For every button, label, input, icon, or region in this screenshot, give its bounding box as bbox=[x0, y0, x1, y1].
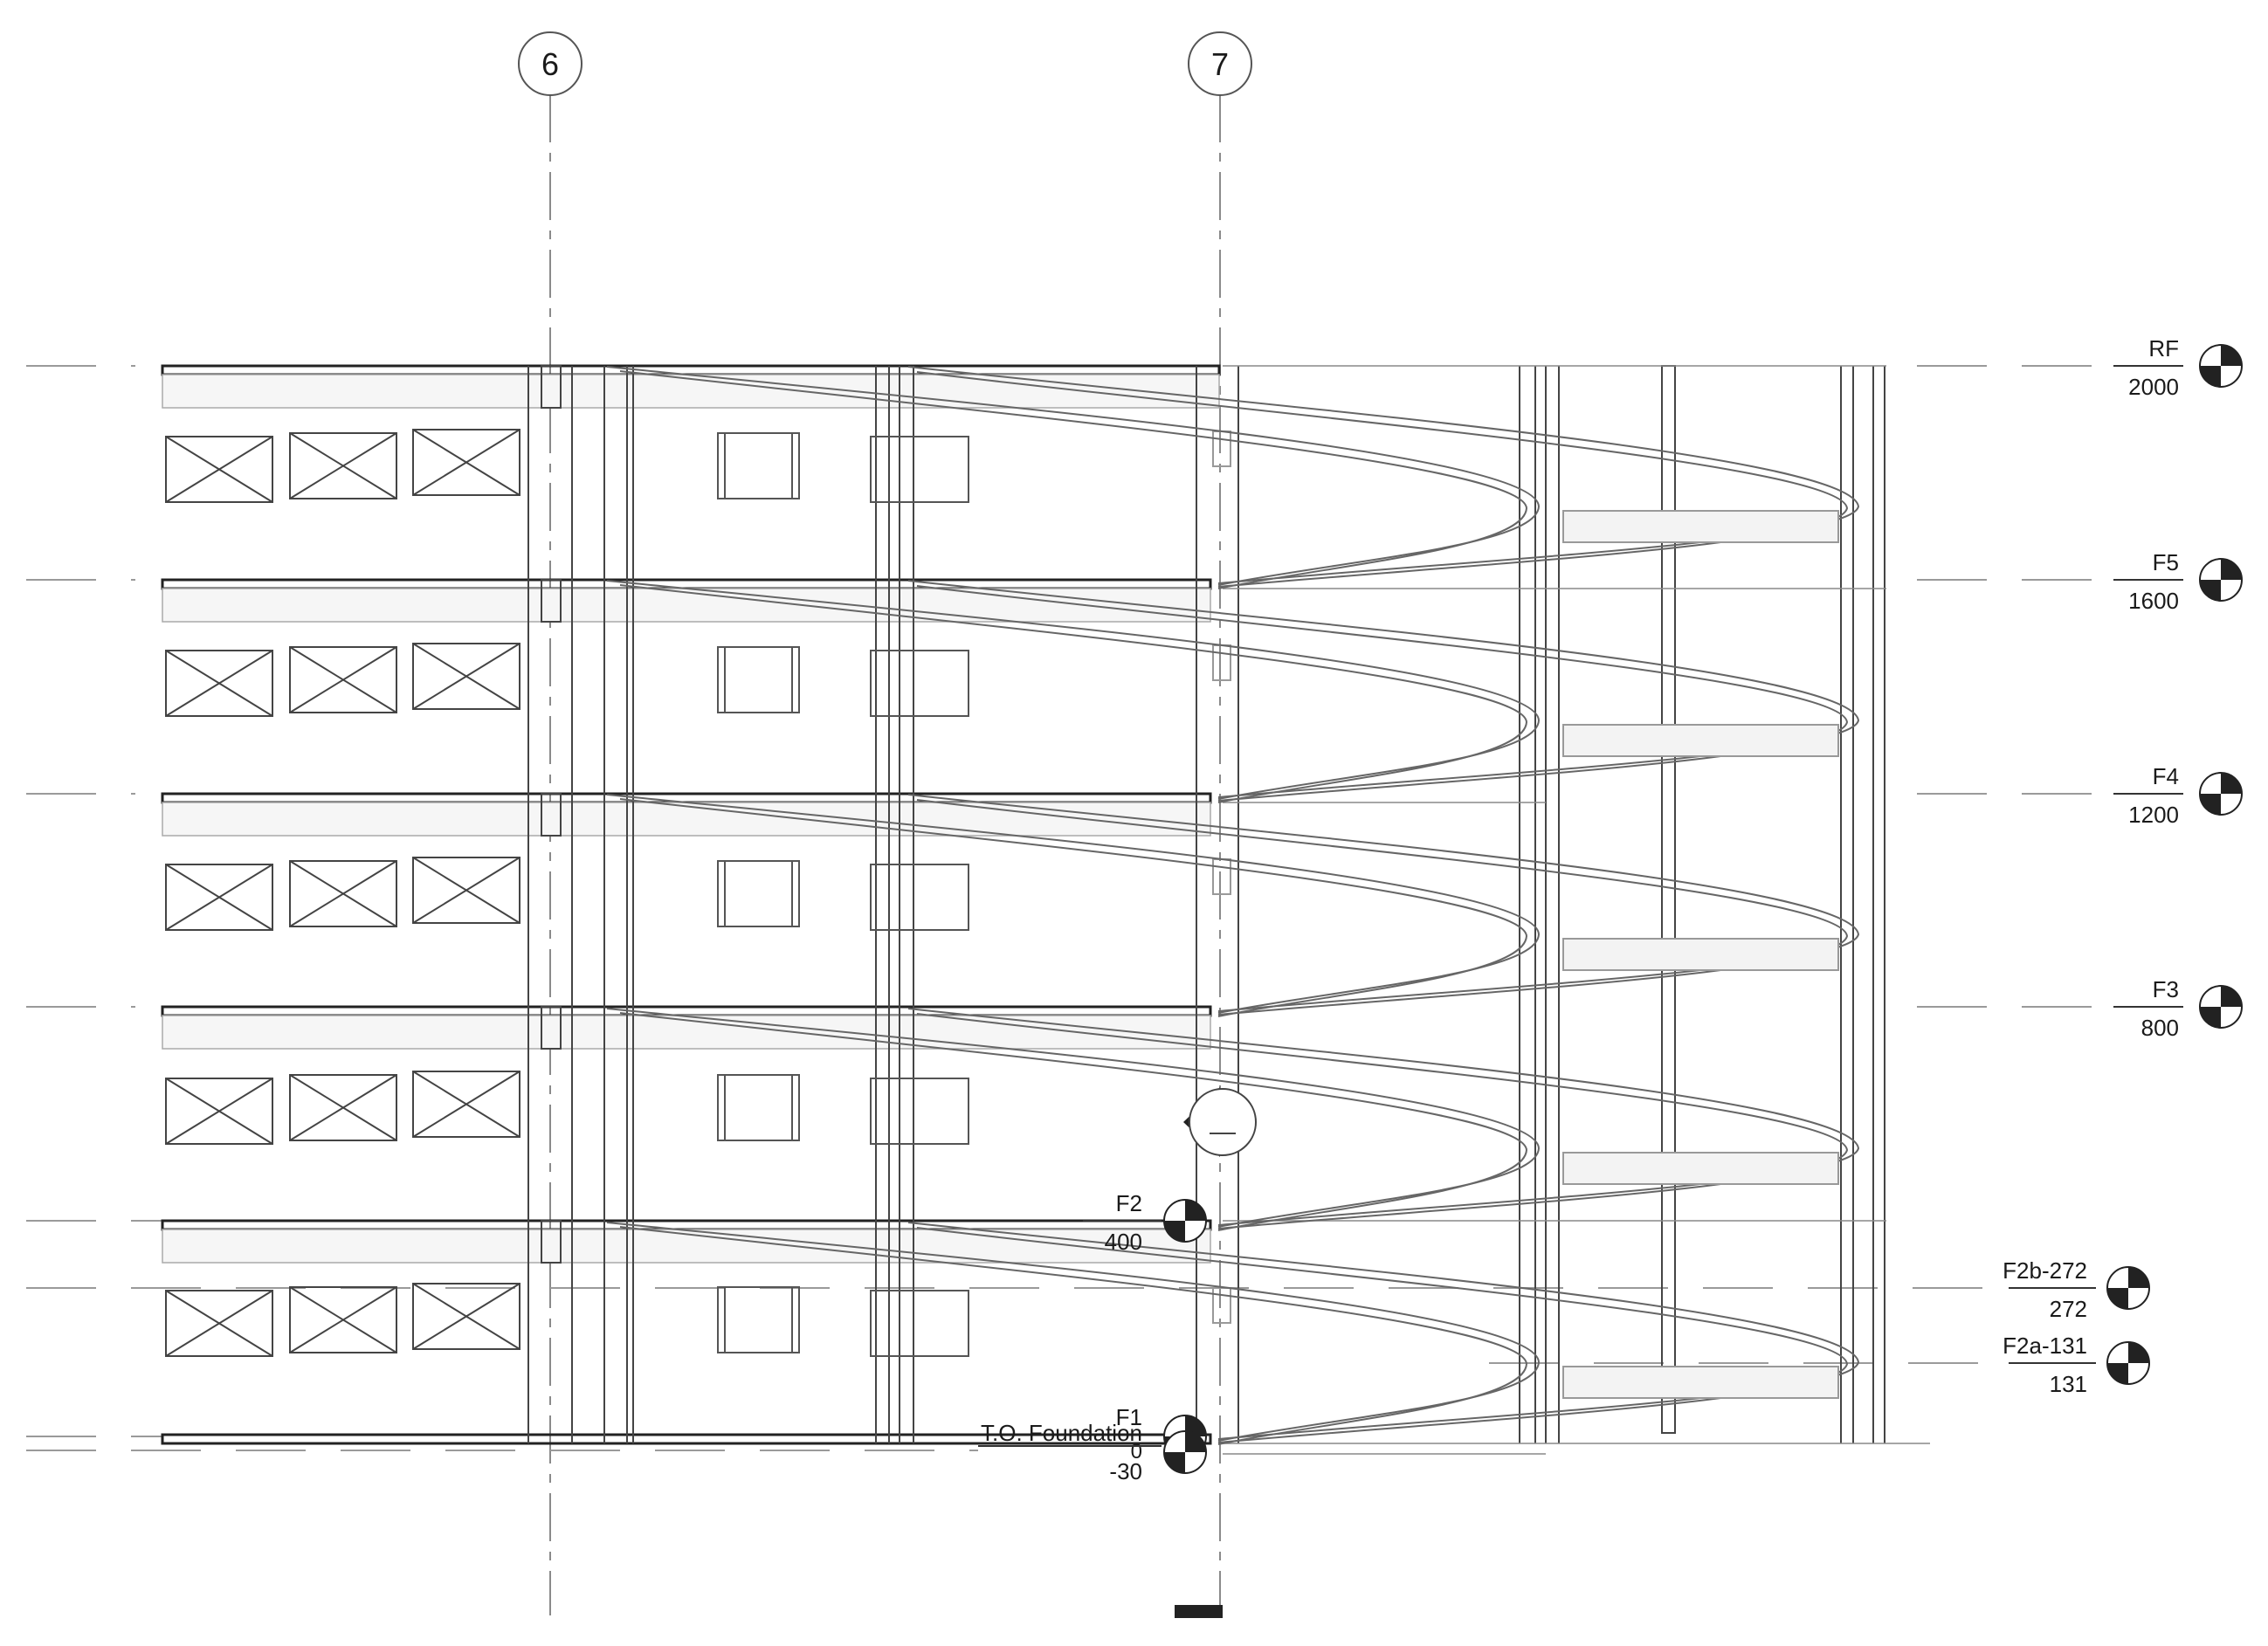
level-target-icon bbox=[2106, 1266, 2150, 1310]
level-elevation: 400 bbox=[1105, 1229, 1142, 1255]
grid-label-7: 7 bbox=[1211, 46, 1229, 82]
section-marker-icon[interactable] bbox=[1183, 1087, 1257, 1157]
grid-bubble-6[interactable]: 6 bbox=[518, 31, 583, 96]
level-elevation: 800 bbox=[2141, 1015, 2179, 1041]
level-name: RF bbox=[2148, 335, 2179, 362]
level-name: F5 bbox=[2153, 549, 2179, 575]
floor-slabs bbox=[161, 364, 1221, 1445]
level-marker-rf[interactable]: RF 2000 bbox=[2113, 335, 2243, 400]
level-marker-f4[interactable]: F4 1200 bbox=[2113, 763, 2243, 828]
level-name: F2 bbox=[1116, 1190, 1142, 1216]
level-marker-f2a[interactable]: F2a-131 131 bbox=[2003, 1333, 2150, 1397]
level-elevation: 1600 bbox=[2128, 588, 2179, 614]
level-elevation: 131 bbox=[2050, 1371, 2087, 1397]
level-target-icon bbox=[2199, 772, 2243, 816]
level-elevation: 2000 bbox=[2128, 374, 2179, 400]
columns bbox=[527, 365, 1885, 1443]
grid-bubble-7[interactable]: 7 bbox=[1188, 31, 1252, 96]
level-target-icon bbox=[1163, 1199, 1207, 1243]
level-elevation: 1200 bbox=[2128, 802, 2179, 828]
level-name: F2a-131 bbox=[2003, 1333, 2087, 1359]
level-marker-f2[interactable]: F2 400 bbox=[1083, 1190, 1207, 1255]
level-elevation: 272 bbox=[2050, 1296, 2087, 1322]
level-name: F3 bbox=[2153, 976, 2179, 1002]
right-framing bbox=[1223, 365, 1930, 1455]
level-name: T.O. Foundation bbox=[981, 1420, 1142, 1446]
level-target-icon bbox=[2199, 344, 2243, 388]
level-name: F4 bbox=[2153, 763, 2179, 789]
grid-label-6: 6 bbox=[541, 46, 559, 82]
level-target-icon bbox=[2199, 558, 2243, 602]
level-target-icon bbox=[2106, 1341, 2150, 1385]
level-target-icon bbox=[1163, 1430, 1207, 1474]
grid-lines bbox=[549, 94, 1221, 1615]
openings bbox=[717, 432, 969, 1357]
scale-bar bbox=[1175, 1605, 1223, 1618]
window-panels bbox=[165, 429, 520, 1357]
level-marker-f3[interactable]: F3 800 bbox=[2113, 976, 2243, 1041]
level-marker-f2b[interactable]: F2b-272 272 bbox=[2003, 1257, 2150, 1322]
level-name: F1 bbox=[1116, 1404, 1142, 1430]
level-elevation: -30 bbox=[1109, 1458, 1142, 1484]
ramp-curves bbox=[606, 366, 1860, 1445]
level-target-icon bbox=[2199, 985, 2243, 1029]
level-marker-tof[interactable]: T.O. Foundation -30 bbox=[978, 1420, 1207, 1484]
level-marker-f5[interactable]: F5 1600 bbox=[2113, 549, 2243, 614]
level-name: F2b-272 bbox=[2003, 1257, 2087, 1284]
